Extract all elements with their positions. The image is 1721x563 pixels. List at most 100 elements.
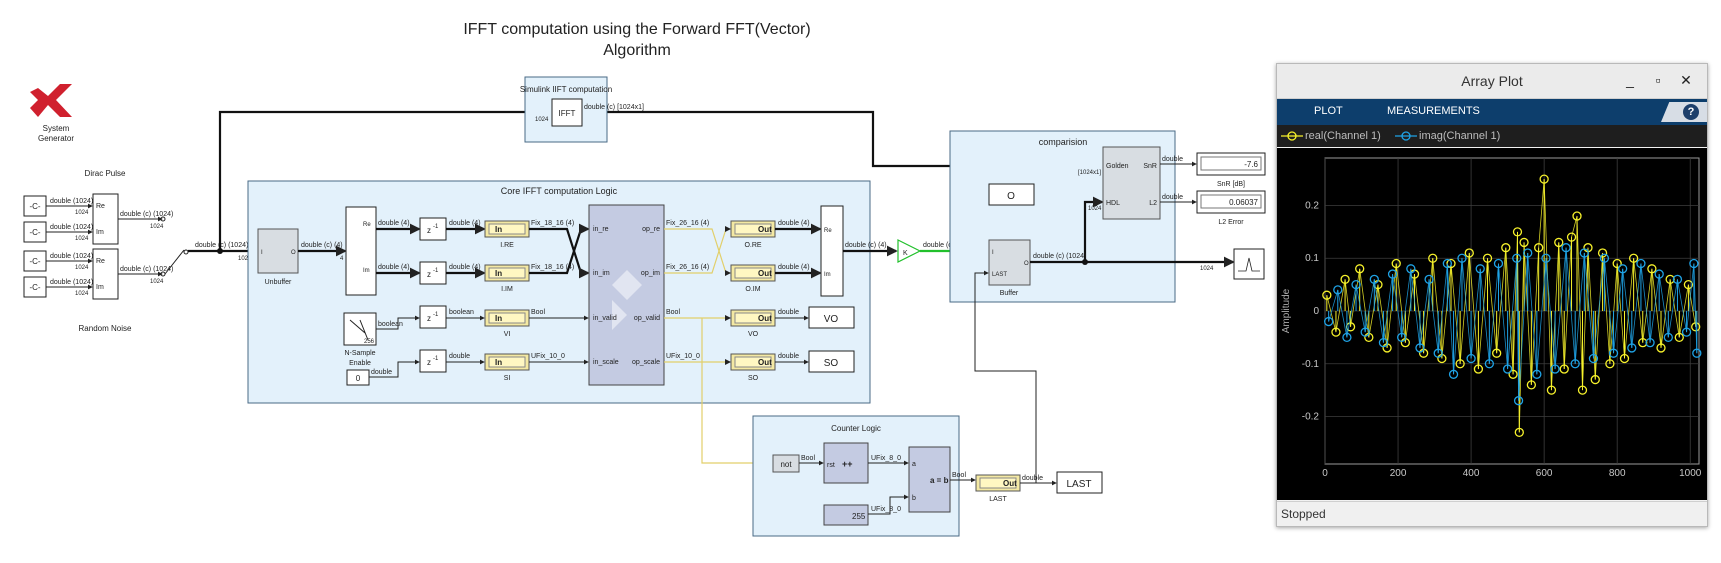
port-op-scale: op_scale	[632, 359, 660, 366]
xilinx-logo-icon	[30, 84, 72, 117]
minimize-icon[interactable]: _	[1626, 72, 1634, 88]
array-plot-window[interactable]: Array Plot _ ▫ ✕ PLOT MEASUREMENTS ? rea…	[1276, 63, 1708, 527]
counter-inc: ++	[842, 459, 853, 469]
system-generator-block[interactable]: System Generator	[30, 84, 74, 143]
n-sample-enable-block[interactable]: 256 N-Sample Enable	[343, 312, 377, 367]
gain-block[interactable]: K	[897, 239, 922, 263]
signal-label: double (c) (1024)	[120, 266, 173, 273]
data-point	[1534, 243, 1544, 253]
array-plot-scope-block[interactable]	[1233, 248, 1265, 280]
l2-display[interactable]: 0.06037 L2 Error	[1196, 190, 1266, 226]
y-tick-label: 0.1	[1305, 253, 1319, 264]
unbuffer-label: Unbuffer	[265, 279, 292, 286]
delay-block-valid[interactable]: z-1	[419, 305, 447, 329]
data-point	[1340, 274, 1350, 284]
real-imag-to-complex-2[interactable]: Re Im	[92, 248, 119, 300]
maximize-icon[interactable]: ▫	[1655, 72, 1661, 88]
so-terminal[interactable]: SO	[808, 350, 855, 373]
data-point	[1448, 369, 1459, 379]
data-point	[1424, 274, 1434, 284]
data-point	[1656, 343, 1666, 353]
core-ifft-subsystem[interactable]	[247, 180, 871, 404]
signal-label: double (c) (1024)	[195, 242, 248, 249]
not-block[interactable]: not	[772, 454, 800, 473]
delay-exp: -1	[433, 356, 439, 362]
tab-measurements[interactable]: MEASUREMENTS	[1387, 105, 1480, 117]
data-point	[1342, 332, 1352, 343]
real-imag-to-complex-1[interactable]: Re Im	[92, 193, 119, 245]
data-point	[1654, 269, 1664, 279]
fft-ip-block[interactable]: in_re in_im in_valid in_scale op_re op_i…	[588, 204, 665, 386]
data-point	[1442, 258, 1453, 269]
ifft-block[interactable]: IFFT	[551, 98, 583, 127]
tab-plot[interactable]: PLOT	[1314, 105, 1343, 117]
port-last: LAST	[992, 272, 1007, 278]
signal-label: Fix_26_16 (4)	[666, 220, 709, 227]
complex-to-real-imag-in[interactable]: Re Im	[345, 206, 377, 296]
o-terminal[interactable]: O	[988, 183, 1035, 206]
delay-z: z	[427, 314, 431, 323]
data-point	[1355, 264, 1365, 274]
port-im: Im	[96, 284, 104, 291]
random-noise-label: Random Noise	[79, 324, 132, 333]
data-point	[1590, 374, 1600, 385]
data-point	[1638, 338, 1648, 348]
signal-label: double (c) (4)	[845, 242, 887, 249]
legend-item-real[interactable]: real(Channel 1)	[1305, 130, 1381, 142]
port-im: Im	[363, 268, 370, 274]
port-o: O	[1024, 261, 1029, 267]
y-tick-label: -0.1	[1302, 359, 1320, 370]
counter-block[interactable]: rst ++	[823, 442, 869, 484]
const-block-2[interactable]: -C-	[23, 221, 47, 243]
const-255-block[interactable]: 255	[823, 504, 869, 526]
data-point	[1627, 343, 1637, 353]
data-point	[1663, 332, 1673, 343]
signal-dim: 1024	[75, 210, 89, 216]
error-metric-block[interactable]: Golden HDL SnR L2	[1102, 146, 1161, 220]
signal-label: double	[1022, 475, 1043, 482]
gateway-label: O.IM	[745, 286, 760, 293]
buffer-block[interactable]: I LAST O Buffer	[988, 239, 1031, 297]
const-zero-block[interactable]: 0	[346, 369, 370, 386]
gateway-in-ire[interactable]: InI.RE	[484, 220, 530, 249]
help-button[interactable]: ?	[1661, 102, 1707, 122]
const-block-1[interactable]: -C-	[23, 195, 47, 217]
n-sample-count: 256	[364, 339, 375, 345]
vo-terminal[interactable]: VO	[808, 306, 855, 329]
legend-item-imag[interactable]: imag(Channel 1)	[1419, 130, 1501, 142]
signal-label: Fix_18_16 (4)	[531, 220, 574, 227]
delay-block-im[interactable]: z-1	[419, 261, 447, 285]
data-point	[1539, 174, 1549, 184]
snr-display[interactable]: -7.6 SnR [dB]	[1196, 152, 1266, 188]
relational-block[interactable]: a b a = b	[908, 446, 951, 513]
signal-label: Bool	[666, 309, 680, 316]
gateway-in-iim[interactable]: InI.IM	[484, 264, 530, 293]
last-terminal[interactable]: LAST	[1056, 471, 1103, 494]
data-point	[1674, 332, 1684, 343]
x-tick-label: 200	[1390, 468, 1407, 479]
const-block-4[interactable]: -C-	[23, 276, 47, 298]
manual-switch[interactable]	[160, 216, 189, 277]
y-tick-label: 0	[1313, 306, 1319, 317]
const-block-3[interactable]: -C-	[23, 250, 47, 272]
signal-dim: 1024	[238, 256, 252, 262]
data-point	[1554, 237, 1564, 248]
close-icon[interactable]: ✕	[1680, 72, 1692, 88]
real-imag-to-complex-out[interactable]: Re Im	[820, 205, 844, 297]
signal-label: Fix_26_16 (4)	[666, 264, 709, 271]
plot-titlebar[interactable]: Array Plot _ ▫ ✕	[1277, 64, 1707, 99]
port-i: I	[992, 250, 994, 256]
data-point	[1387, 269, 1398, 279]
delay-block-scale[interactable]: z-1	[419, 349, 447, 373]
data-point	[1466, 353, 1476, 364]
delay-block-re[interactable]: z-1	[419, 217, 447, 241]
gateway-label: SI	[504, 375, 511, 382]
